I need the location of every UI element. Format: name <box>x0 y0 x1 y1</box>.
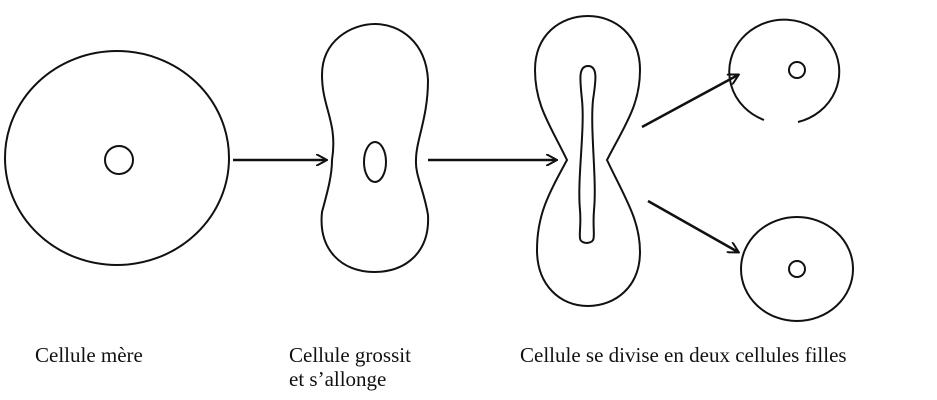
elongating-cell-nucleus <box>364 142 386 182</box>
daughter-cell-bottom <box>741 217 853 321</box>
caption-growing-cell: Cellule grossit et s’allonge <box>289 343 411 391</box>
arrow-daughter-top <box>642 75 738 127</box>
daughter-cell-top-membrane <box>729 20 839 122</box>
elongating-cell-membrane <box>322 24 429 272</box>
caption-mother-cell: Cellule mère <box>35 343 143 367</box>
caption-growing-cell-line2: et s’allonge <box>289 367 411 391</box>
mother-cell-membrane <box>5 51 229 265</box>
arrow-daughter-bottom <box>648 201 738 252</box>
mother-cell <box>5 51 229 265</box>
caption-dividing-cell: Cellule se divise en deux cellules fille… <box>520 343 847 367</box>
daughter-cell-top <box>729 20 839 122</box>
mother-cell-nucleus <box>105 146 133 174</box>
dividing-cell-nucleus <box>579 66 595 243</box>
daughter-cell-bottom-nucleus <box>789 261 805 277</box>
daughter-cell-top-nucleus <box>789 62 805 78</box>
elongating-cell <box>322 24 429 272</box>
daughter-cell-bottom-membrane <box>741 217 853 321</box>
caption-growing-cell-line1: Cellule grossit <box>289 343 411 367</box>
